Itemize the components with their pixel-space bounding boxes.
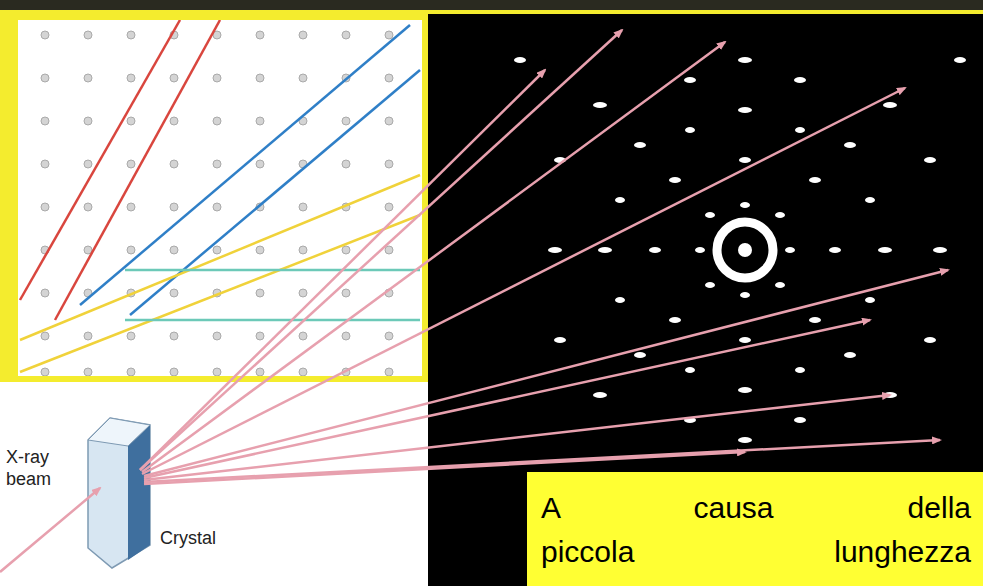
detector-screen [428, 14, 983, 586]
diffraction-spots [514, 57, 966, 443]
top-strip [0, 0, 983, 10]
crystal-label: Crystal [160, 527, 250, 549]
crystal [88, 418, 150, 568]
lattice [20, 20, 420, 376]
beam-label: X-ray beam [6, 446, 84, 490]
white-ground [0, 382, 428, 586]
text-box: A causa della piccola lunghezza [527, 472, 983, 586]
lattice-inset [15, 17, 425, 379]
note-text: A causa della piccola lunghezza [541, 486, 971, 574]
